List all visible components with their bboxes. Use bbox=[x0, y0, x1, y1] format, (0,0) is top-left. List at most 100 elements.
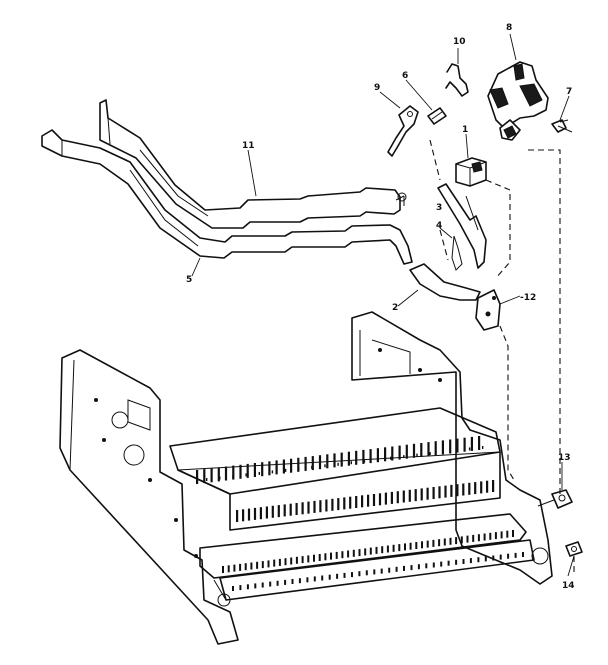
chassis-slot bbox=[429, 452, 431, 456]
chassis-slot bbox=[500, 531, 503, 539]
chassis-slot bbox=[291, 579, 294, 584]
chassis-slot bbox=[369, 449, 372, 464]
callout-5: 5 bbox=[186, 275, 192, 285]
chassis-slot bbox=[289, 503, 292, 516]
chassis-slot bbox=[318, 455, 322, 470]
chassis-slot bbox=[494, 532, 497, 540]
chassis-slot bbox=[438, 539, 441, 547]
chassis-slot bbox=[351, 572, 353, 578]
chassis-slot bbox=[514, 552, 517, 558]
chassis-slot bbox=[219, 476, 221, 480]
chassis-slot bbox=[267, 560, 270, 568]
part-8-switch-assembly bbox=[487, 61, 549, 141]
chassis-slot bbox=[449, 439, 452, 454]
chassis-slot bbox=[478, 436, 481, 450]
chassis-slot bbox=[250, 562, 253, 570]
callout-10: 10 bbox=[453, 37, 466, 47]
chassis-slot bbox=[386, 545, 389, 553]
chassis-slot bbox=[311, 465, 313, 469]
callout-13: 13 bbox=[558, 453, 571, 463]
chassis-slot bbox=[318, 554, 321, 561]
chassis-slot bbox=[466, 535, 469, 543]
chassis-slot bbox=[416, 453, 418, 457]
chassis-slot bbox=[415, 542, 418, 549]
chassis-slot-pattern-middle bbox=[236, 480, 495, 522]
chassis-slot bbox=[282, 459, 285, 474]
chassis-slot bbox=[313, 554, 315, 562]
chassis-slot bbox=[301, 502, 304, 515]
chassis-slot bbox=[246, 463, 249, 478]
chassis-slot bbox=[278, 558, 281, 566]
chassis-slot bbox=[304, 456, 307, 471]
part-10-spring-clip bbox=[445, 63, 469, 97]
chassis-slot bbox=[227, 565, 230, 573]
chassis-slot bbox=[246, 584, 249, 590]
chassis-slot bbox=[341, 551, 344, 559]
chassis-slot bbox=[265, 506, 268, 519]
chassis-slot bbox=[410, 565, 413, 571]
part-6-pin bbox=[427, 107, 447, 125]
chassis-slot bbox=[271, 470, 274, 474]
part-1-block bbox=[455, 157, 487, 187]
chassis-slot bbox=[450, 484, 453, 497]
chassis-slot bbox=[259, 507, 262, 520]
chassis-slot bbox=[420, 443, 423, 457]
chassis-slot bbox=[403, 565, 405, 571]
chassis-slot bbox=[455, 559, 458, 565]
chassis-slot bbox=[254, 583, 257, 589]
chassis-slot bbox=[298, 467, 300, 471]
callout-1: 1 bbox=[462, 125, 468, 135]
chassis-slot bbox=[233, 564, 236, 572]
chassis-slot bbox=[426, 487, 429, 500]
chassis-slot bbox=[333, 453, 336, 468]
chassis-slot bbox=[355, 496, 358, 508]
chassis-slot bbox=[253, 507, 257, 520]
chassis-slot bbox=[474, 482, 477, 495]
chassis-slot bbox=[337, 462, 339, 466]
chassis-slot bbox=[384, 447, 387, 462]
chassis-slot bbox=[325, 499, 328, 512]
callout-3: 3 bbox=[436, 203, 442, 213]
chassis-slot bbox=[390, 491, 393, 504]
chassis-slot bbox=[206, 478, 208, 481]
chassis-slot bbox=[456, 438, 459, 453]
chassis-slot bbox=[396, 491, 399, 504]
chassis-slot bbox=[284, 468, 287, 472]
chassis-slot bbox=[363, 459, 366, 463]
part-14-nut bbox=[565, 541, 583, 557]
chassis-slot bbox=[261, 462, 264, 477]
chassis-slot bbox=[307, 501, 310, 514]
chassis-slot bbox=[364, 548, 367, 556]
chassis-slot bbox=[468, 447, 471, 451]
chassis-slot bbox=[367, 494, 370, 507]
chassis-slot bbox=[261, 582, 264, 588]
chassis-slot bbox=[477, 557, 480, 563]
callout-8: 8 bbox=[506, 23, 512, 33]
callout-labels: 10 8 6 9 7 1 11 3 4 5 2 -12 13 14 bbox=[186, 23, 575, 591]
chassis-slot bbox=[456, 484, 459, 497]
chassis-slot bbox=[373, 569, 376, 575]
chassis-slot bbox=[295, 556, 298, 564]
chassis-slot bbox=[343, 497, 346, 510]
chassis-slot bbox=[336, 573, 339, 579]
chassis-slot bbox=[244, 563, 247, 571]
chassis-slot bbox=[507, 553, 510, 559]
callout-4: 4 bbox=[436, 221, 442, 231]
chassis-slot bbox=[392, 544, 395, 552]
chassis-slot bbox=[290, 458, 293, 473]
chassis-slot bbox=[378, 493, 382, 506]
chassis-slot bbox=[388, 567, 391, 573]
chassis-slot bbox=[361, 495, 364, 508]
chassis-slot bbox=[276, 580, 279, 586]
chassis-slot bbox=[319, 500, 322, 513]
chassis-slot bbox=[432, 562, 435, 568]
chassis-slot bbox=[483, 533, 486, 541]
chassis-slot bbox=[301, 556, 304, 564]
chassis-slot bbox=[307, 555, 310, 563]
chassis-slot bbox=[313, 576, 316, 582]
chassis-slot-pattern-top bbox=[196, 436, 484, 484]
chassis-slot bbox=[398, 544, 401, 552]
chassis-slot bbox=[443, 538, 446, 546]
chassis-slot bbox=[375, 546, 378, 554]
chassis-slot bbox=[331, 498, 334, 511]
